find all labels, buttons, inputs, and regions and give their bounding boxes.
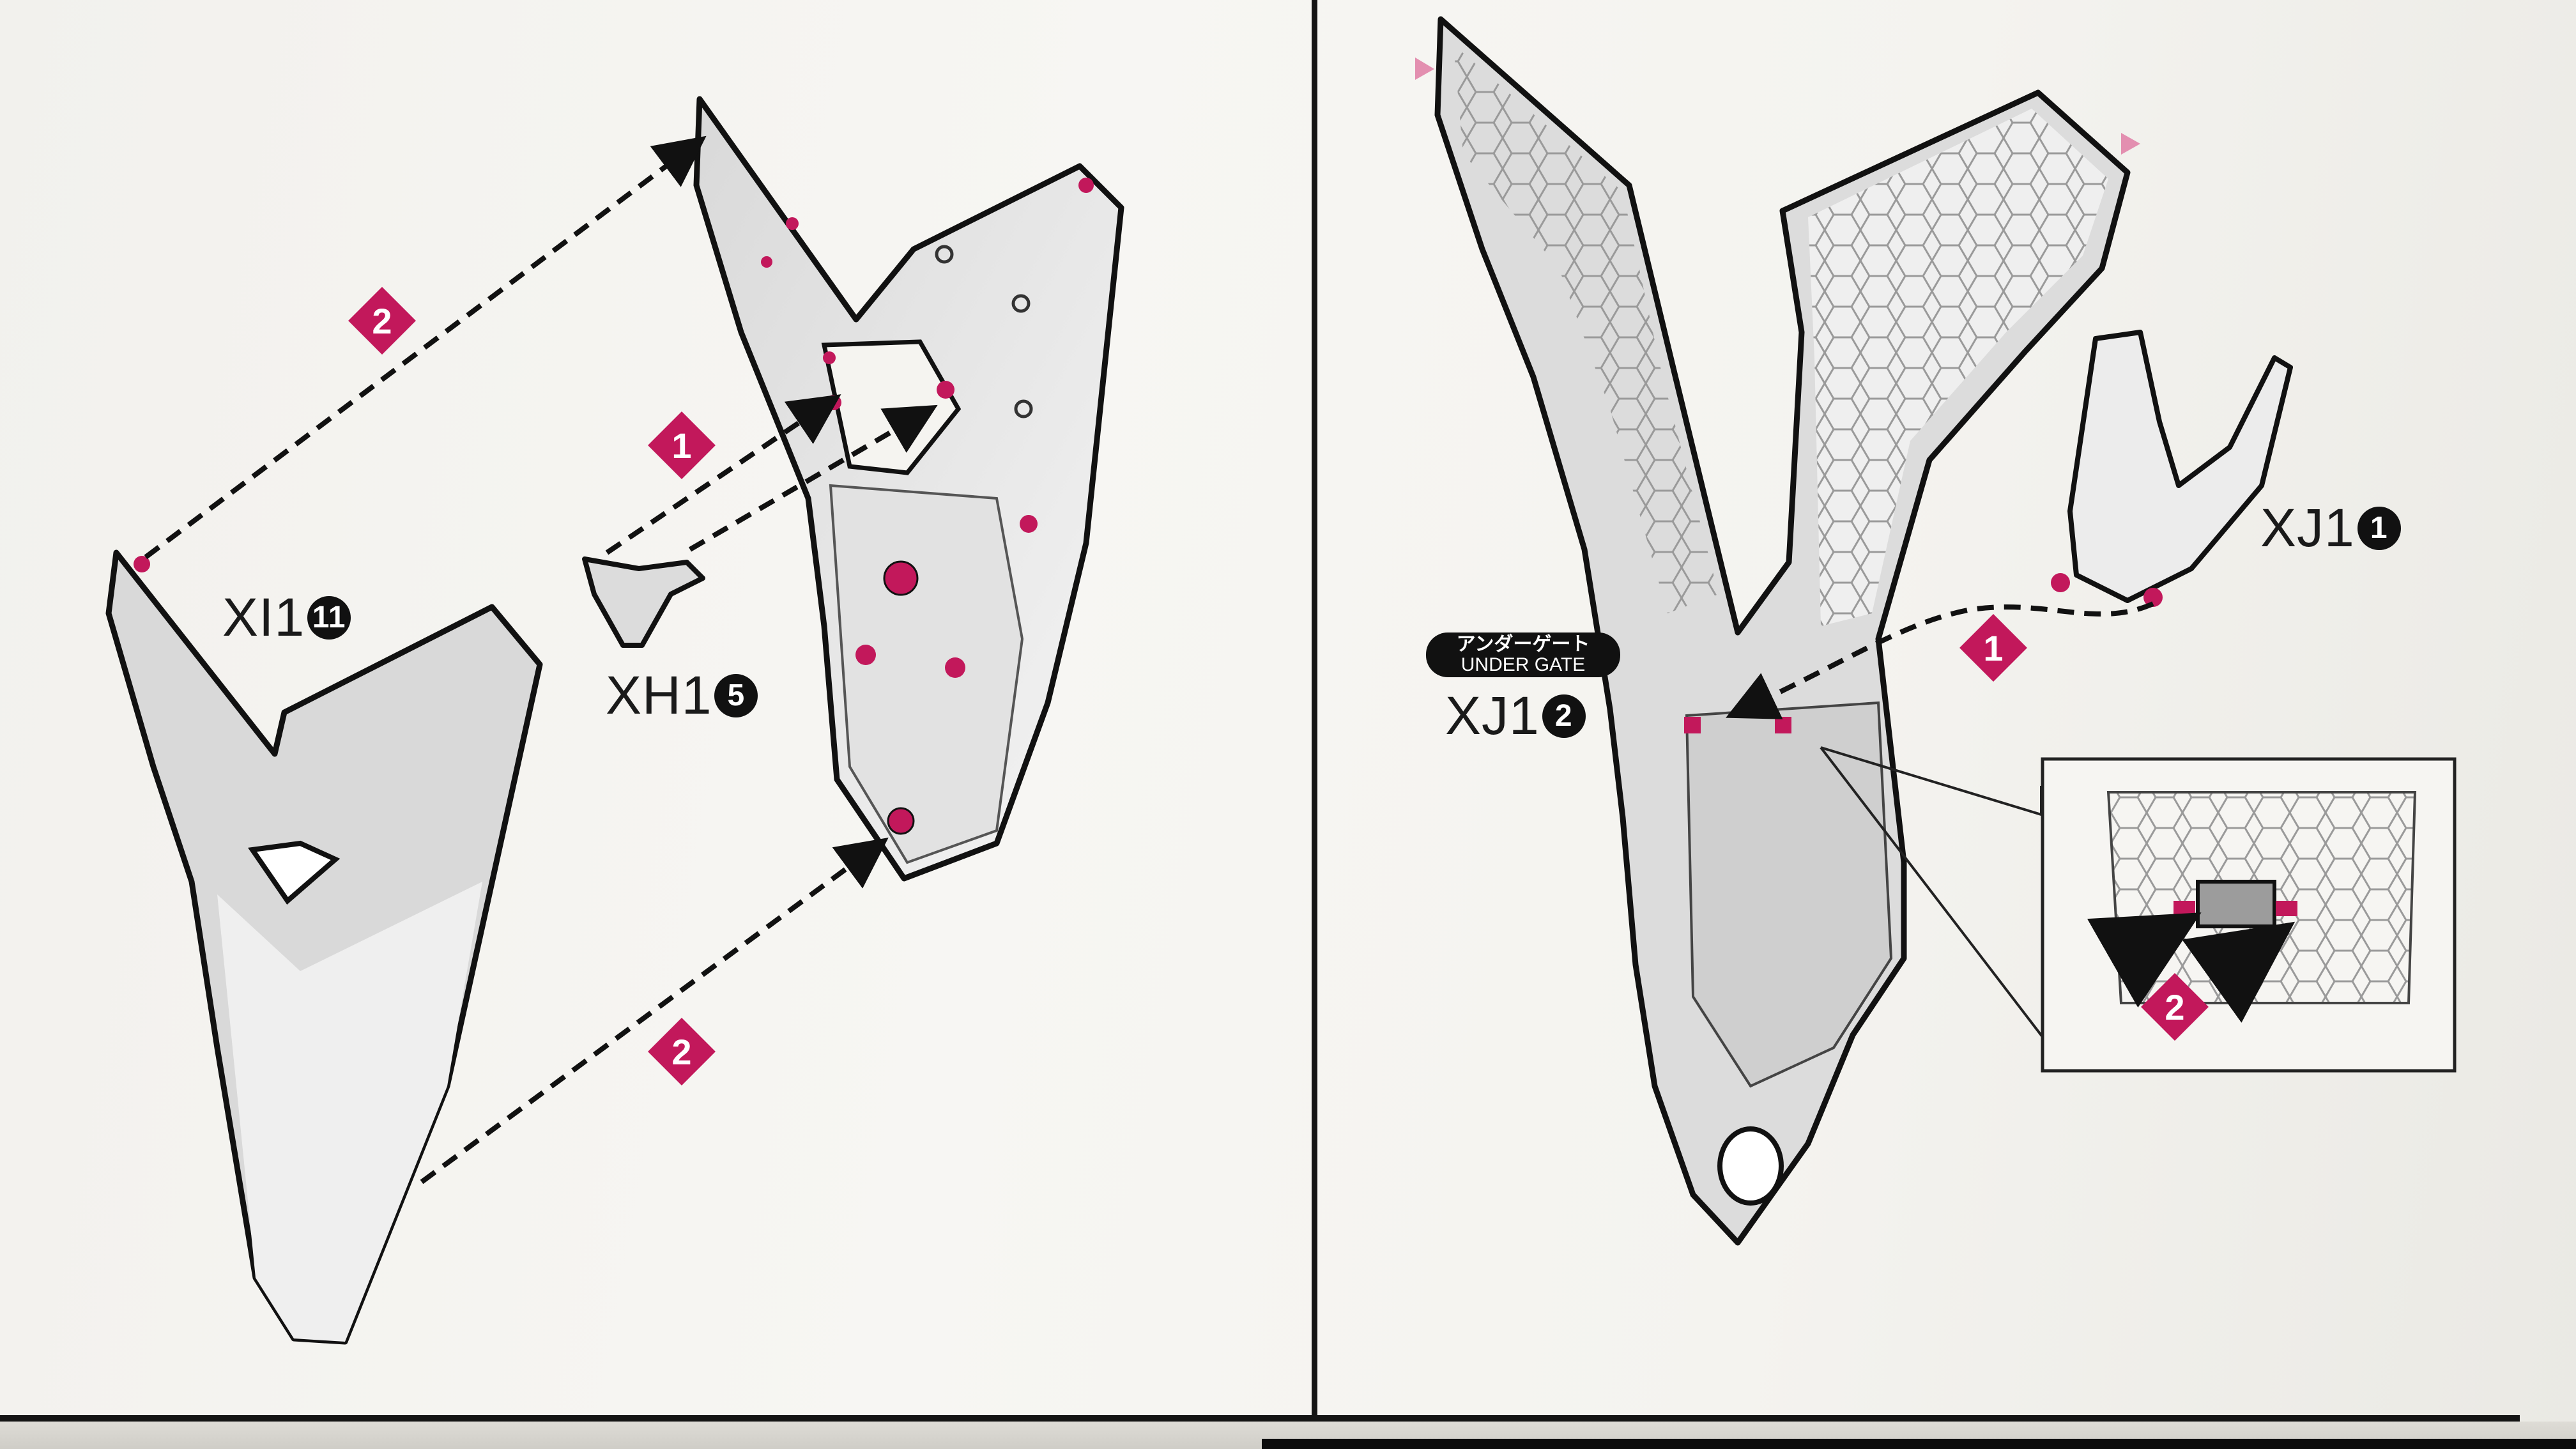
gate-label-en: UNDER GATE xyxy=(1460,654,1586,675)
part-code: XJ1 xyxy=(1445,686,1540,746)
step-number: 2 xyxy=(671,1031,692,1072)
page-marker xyxy=(1415,57,1434,80)
part-number-badge: 1 xyxy=(2357,506,2401,550)
part-number-badge: 2 xyxy=(1542,694,1586,738)
right-assembly-arrows xyxy=(1726,601,2154,719)
step-marker-1: 1 xyxy=(1959,614,2027,682)
step-number: 1 xyxy=(671,425,692,466)
step-number: 2 xyxy=(372,300,392,341)
part-code: XJ1 xyxy=(2260,498,2355,558)
page-marker xyxy=(2121,133,2140,155)
step-marker-2: 2 xyxy=(2141,973,2209,1041)
part-wing-frame xyxy=(693,96,1124,882)
step-marker-2: 2 xyxy=(348,287,416,355)
step-marker-2: 2 xyxy=(648,1018,716,1085)
step-number: 2 xyxy=(2165,986,2185,1027)
part-xh1-clip xyxy=(582,556,705,648)
part-xj1-bracket xyxy=(2051,330,2293,607)
part-xi1-shell xyxy=(105,549,543,1345)
under-gate-label: アンダーゲート UNDER GATE xyxy=(1426,632,1620,677)
step-number: 1 xyxy=(1983,627,2004,668)
step-marker-1: 1 xyxy=(648,411,716,479)
bottom-rule-right xyxy=(1262,1439,2576,1449)
part-number-badge: 11 xyxy=(307,595,351,640)
detail-inset xyxy=(1820,746,2457,1073)
part-code: XH1 xyxy=(606,665,712,725)
gate-label-jp: アンダーゲート xyxy=(1456,634,1590,655)
part-number-badge: 5 xyxy=(714,673,758,717)
part-under-frame xyxy=(1434,16,2131,1246)
left-assembly-arrows xyxy=(144,135,938,1184)
panel-divider xyxy=(1312,0,1317,1415)
bottom-rule xyxy=(0,1415,2520,1422)
part-code: XI1 xyxy=(222,587,305,647)
